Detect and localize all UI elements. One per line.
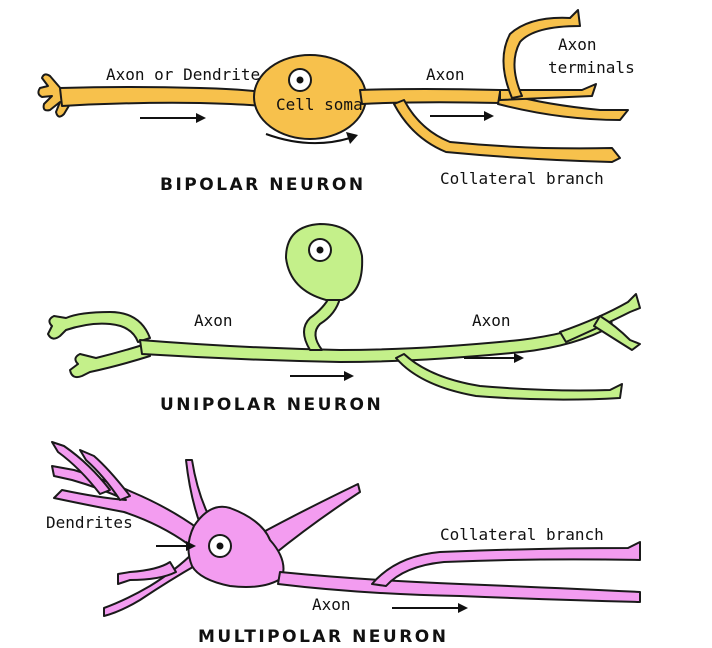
unipolar-branch-tip	[593, 315, 641, 351]
label-axon-or-dendrite: Axon or Dendrite	[106, 65, 260, 84]
multipolar-dendrite-tree-upper	[51, 465, 201, 545]
bipolar-axon	[359, 88, 501, 105]
unipolar-arrow-left	[290, 371, 354, 381]
multipolar-dendrite-branch-b	[79, 449, 131, 501]
multipolar-dendrite-branch-a	[51, 441, 111, 495]
label-unipolar-axon-right: Axon	[472, 311, 511, 330]
label-unipolar-axon-left: Axon	[194, 311, 233, 330]
multipolar-neuron: Dendrites Axon Collateral branch MULTIPO…	[46, 441, 641, 647]
multipolar-cell-soma	[187, 505, 285, 588]
bipolar-arrow-left	[140, 113, 206, 123]
label-multipolar-collateral: Collateral branch	[440, 525, 604, 544]
label-cell-soma: Cell soma	[276, 95, 363, 114]
bipolar-terminal-lower	[497, 91, 629, 121]
label-axon-terminals-line1: Axon	[558, 35, 597, 54]
unipolar-arrow-right	[464, 353, 524, 363]
multipolar-collateral-branch	[371, 541, 641, 587]
unipolar-nucleolus	[316, 246, 324, 254]
bipolar-left-process	[59, 86, 263, 107]
unipolar-dendrite-upper	[47, 311, 151, 343]
title-unipolar-neuron: UNIPOLAR NEURON	[160, 395, 383, 415]
bipolar-arrow-right	[430, 111, 494, 121]
multipolar-axon	[277, 571, 641, 603]
multipolar-arrow-axon	[392, 603, 468, 613]
unipolar-dendrite-lower	[69, 343, 151, 379]
multipolar-nucleolus	[216, 542, 224, 550]
multipolar-dendrite-right	[255, 483, 361, 557]
multipolar-arrow-dendrites	[156, 541, 196, 551]
bipolar-arrow-curved	[265, 132, 358, 145]
unipolar-stalk	[303, 295, 341, 351]
bipolar-terminal-middle	[499, 83, 597, 101]
unipolar-cell-soma	[285, 223, 364, 301]
label-dendrites: Dendrites	[46, 513, 133, 532]
label-axon-terminals-line2: terminals	[548, 58, 635, 77]
multipolar-dendrite-lower-branch	[117, 561, 177, 585]
bipolar-nucleolus	[296, 76, 304, 84]
label-multipolar-axon: Axon	[312, 595, 351, 614]
label-bipolar-collateral: Collateral branch	[440, 169, 604, 188]
title-bipolar-neuron: BIPOLAR NEURON	[160, 175, 366, 195]
bipolar-terminal-loop	[502, 9, 581, 99]
bipolar-neuron: Axon or Dendrite Cell soma Axon Axon ter…	[37, 9, 635, 195]
title-multipolar-neuron: MULTIPOLAR NEURON	[198, 627, 448, 647]
bipolar-collateral-branch	[393, 99, 621, 163]
unipolar-neuron: Axon Axon UNIPOLAR NEURON	[47, 223, 641, 415]
unipolar-branch-lower	[395, 353, 623, 401]
label-bipolar-axon: Axon	[426, 65, 465, 84]
